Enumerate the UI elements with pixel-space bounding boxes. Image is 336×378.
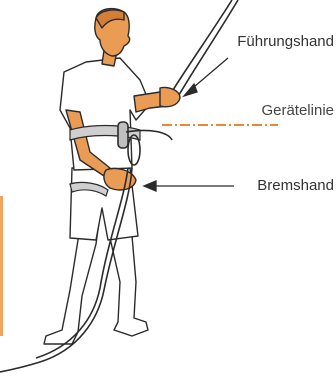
arrow-brake-hand xyxy=(144,181,234,191)
side-accent-bar xyxy=(0,196,3,336)
brake-hand-label: Bremshand xyxy=(257,177,334,194)
guide-hand xyxy=(160,87,180,106)
device-line-label: Gerätelinie xyxy=(261,102,334,119)
rope-upper xyxy=(168,0,238,100)
climber-figure xyxy=(44,9,180,344)
guide-hand-label: Führungshand xyxy=(237,33,334,50)
